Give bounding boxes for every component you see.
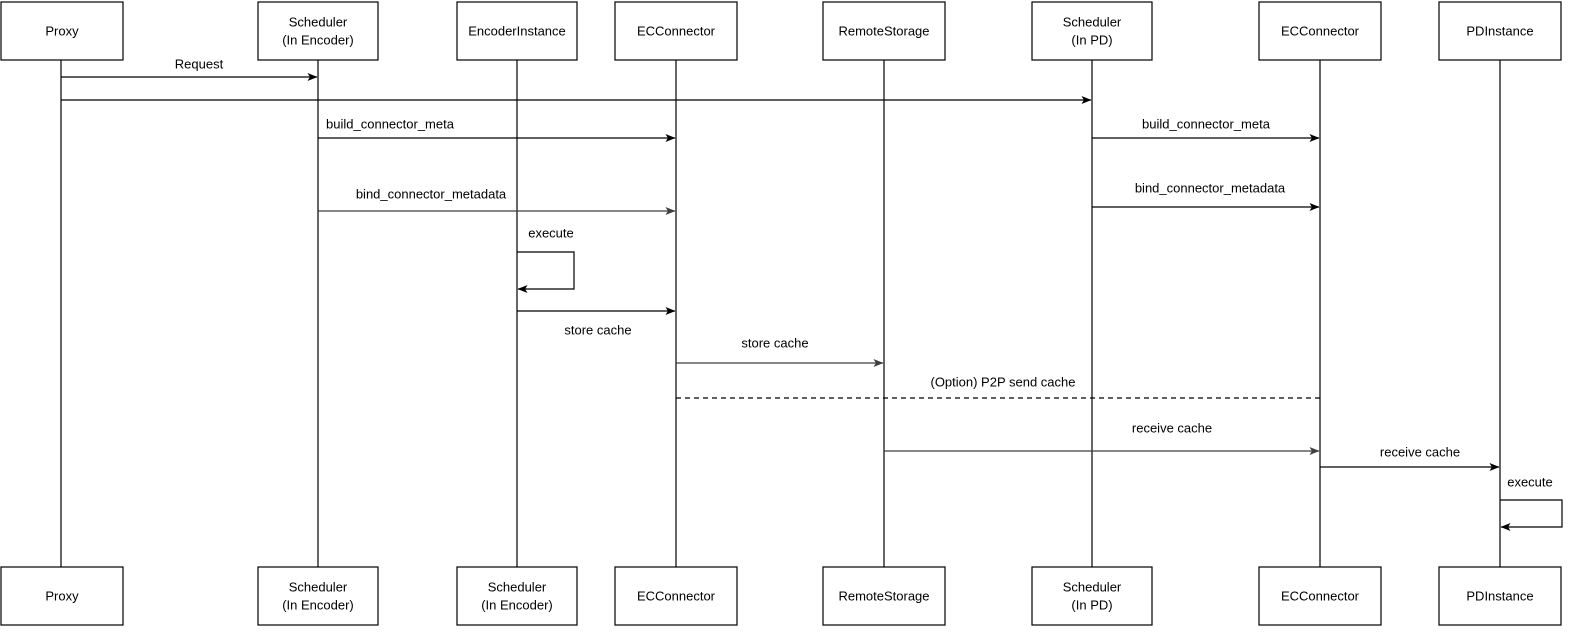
self-message-path [1500, 499, 1563, 531]
participant-sublabel: (In Encoder) [282, 32, 354, 47]
participant-sublabel: (In Encoder) [481, 597, 553, 612]
participant-rect [1031, 566, 1153, 626]
message-receive-cache-pd: receive cache [1320, 444, 1500, 471]
participant-box-remote-storage-bottom[interactable]: RemoteStorage [822, 566, 946, 626]
participant-box-scheduler-encoder-bottom[interactable]: Scheduler (In Encoder) [257, 566, 379, 626]
participant-box-scheduler-pd-bottom[interactable]: Scheduler (In PD) [1031, 566, 1153, 626]
participant-label: Proxy [45, 23, 79, 38]
message-bind-meta-encoder: bind_connector_metadata [318, 186, 676, 215]
participant-label: Scheduler [289, 579, 348, 594]
self-message-pd-execute: execute [1500, 474, 1563, 531]
participant-box-proxy-bottom[interactable]: Proxy [0, 566, 124, 626]
participant-rect [1258, 566, 1382, 626]
participant-label: ECConnector [637, 588, 716, 603]
participant-rect [1438, 1, 1562, 61]
participant-rect [257, 566, 379, 626]
participant-rect [614, 1, 738, 61]
participant-rect [614, 566, 738, 626]
message-request: Request [61, 56, 318, 81]
participant-rect [1438, 566, 1562, 626]
participant-sublabel: (In PD) [1071, 32, 1112, 47]
participant-box-remote-storage-top[interactable]: RemoteStorage [822, 1, 946, 61]
participant-rect [456, 1, 578, 61]
participant-label: RemoteStorage [838, 588, 929, 603]
message-label: receive cache [1132, 420, 1212, 435]
participant-label: Scheduler [488, 579, 547, 594]
message-label: store cache [741, 335, 808, 350]
self-messages-layer: execute execute [517, 225, 1563, 531]
message-label: bind_connector_metadata [1135, 180, 1286, 195]
participant-rect [0, 1, 124, 61]
lifelines-layer [60, 60, 1501, 567]
participant-rect [1258, 1, 1382, 61]
participant-label: Scheduler [289, 14, 348, 29]
self-message-label: execute [528, 225, 574, 240]
participant-rect [822, 1, 946, 61]
participant-label: Scheduler [1063, 579, 1122, 594]
participant-box-scheduler-pd-top[interactable]: Scheduler (In PD) [1031, 1, 1153, 61]
participant-label: EncoderInstance [468, 23, 566, 38]
participant-box-pd-instance-bottom[interactable]: PDInstance [1438, 566, 1562, 626]
participant-label: RemoteStorage [838, 23, 929, 38]
participant-label: ECConnector [1281, 588, 1360, 603]
participant-label: PDInstance [1466, 588, 1533, 603]
message-label: build_connector_meta [326, 116, 455, 131]
message-build-meta-encoder: build_connector_meta [318, 116, 676, 142]
participant-box-encoder-instance-bottom[interactable]: Scheduler (In Encoder) [456, 566, 578, 626]
message-label: store cache [564, 322, 631, 337]
participant-box-ec-connector-1-top[interactable]: ECConnector [614, 1, 738, 61]
participant-box-ec-connector-1-bottom[interactable]: ECConnector [614, 566, 738, 626]
participant-rect [456, 566, 578, 626]
participant-box-encoder-instance-top[interactable]: EncoderInstance [456, 1, 578, 61]
message-label: build_connector_meta [1142, 116, 1271, 131]
participant-sublabel: (In PD) [1071, 597, 1112, 612]
message-store-cache-local: store cache [517, 307, 676, 337]
participant-box-ec-connector-2-bottom[interactable]: ECConnector [1258, 566, 1382, 626]
participant-sublabel: (In Encoder) [282, 597, 354, 612]
message-label: bind_connector_metadata [356, 186, 507, 201]
messages-layer: Request build_connector_meta build_connect… [61, 56, 1500, 471]
participant-box-proxy-top[interactable]: Proxy [0, 1, 124, 61]
participant-label: Proxy [45, 588, 79, 603]
message-label: Request [175, 56, 224, 71]
message-receive-cache-remote: receive cache [884, 420, 1320, 455]
participant-box-scheduler-encoder-top[interactable]: Scheduler (In Encoder) [257, 1, 379, 61]
message-store-cache-remote: store cache [676, 335, 884, 367]
participant-rect [0, 566, 124, 626]
participant-box-pd-instance-top[interactable]: PDInstance [1438, 1, 1562, 61]
self-message-encoder-execute: execute [517, 225, 575, 293]
self-message-label: execute [1507, 474, 1553, 489]
participant-label: PDInstance [1466, 23, 1533, 38]
top-participant-boxes: Proxy Scheduler (In Encoder) EncoderInstanc… [0, 1, 1562, 61]
message-build-meta-pd: build_connector_meta [1092, 116, 1320, 142]
message-bind-meta-pd: bind_connector_metadata [1092, 180, 1320, 211]
participant-label: ECConnector [1281, 23, 1360, 38]
bottom-participant-boxes: Proxy Scheduler (In Encoder) Scheduler (In E… [0, 566, 1562, 626]
self-message-path [517, 251, 575, 293]
participant-rect [1031, 1, 1153, 61]
message-p2p-send-cache: (Option) P2P send cache [676, 374, 1320, 399]
message-label: (Option) P2P send cache [930, 374, 1075, 389]
participant-box-ec-connector-2-top[interactable]: ECConnector [1258, 1, 1382, 61]
message-label: receive cache [1380, 444, 1460, 459]
participant-rect [822, 566, 946, 626]
participant-label: ECConnector [637, 23, 716, 38]
participant-rect [257, 1, 379, 61]
participant-label: Scheduler [1063, 14, 1122, 29]
